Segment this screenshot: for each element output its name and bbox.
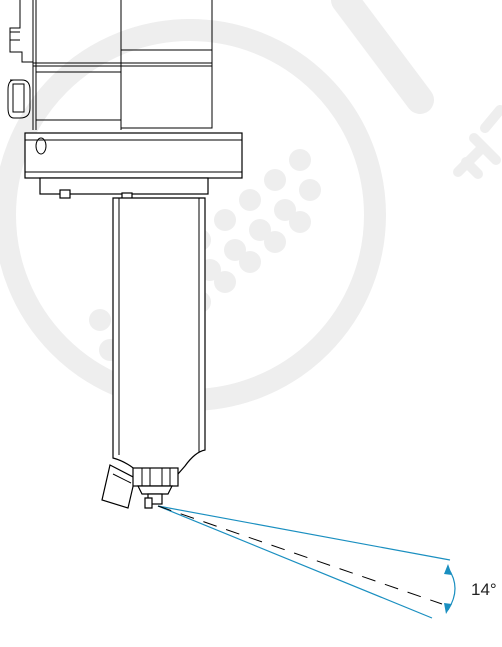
- actuator-housing: [32, 0, 213, 130]
- mounting-flange: [24, 132, 243, 201]
- spray-lower-edge: [157, 505, 433, 619]
- side-bracket: [7, 0, 33, 119]
- nozzle-body: [112, 197, 206, 475]
- spray-cone: [157, 505, 456, 619]
- nozzle-tip: [101, 464, 179, 509]
- spray-center-line: [157, 505, 443, 605]
- spray-upper-edge: [157, 505, 451, 561]
- brand-watermark-icon: [0, 0, 502, 411]
- arrow-down-icon: [444, 603, 452, 614]
- spray-angle-label: 14°: [471, 580, 497, 599]
- arrow-up-icon: [444, 564, 452, 575]
